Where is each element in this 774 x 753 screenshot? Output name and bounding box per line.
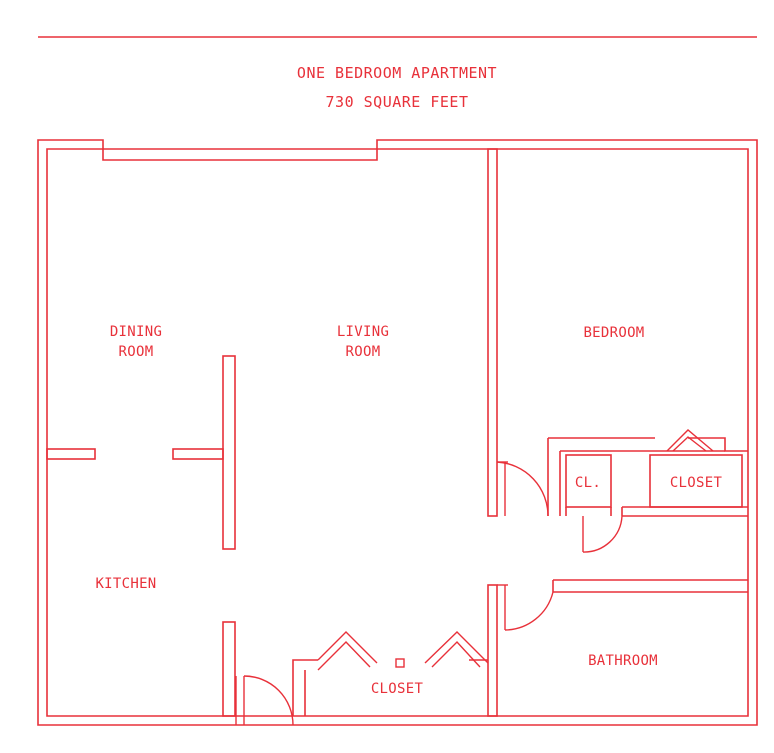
- cl-closet-wall: [565, 507, 612, 516]
- partition-upper: [487, 148, 498, 517]
- bath-door-swing: [504, 591, 554, 631]
- bifold-doors: [317, 429, 714, 671]
- plan-subtitle: 730 SQUARE FEET: [326, 93, 469, 111]
- kitchen-stub: [222, 621, 236, 717]
- kitchen-wall-right: [172, 448, 224, 460]
- outer-wall-outer: [37, 139, 758, 726]
- bedroom-wall: [548, 437, 748, 452]
- outer-wall-inner: [46, 148, 749, 717]
- label-living: LIVING: [337, 324, 389, 340]
- label-bedroom: BEDROOM: [583, 325, 644, 341]
- walls: [37, 139, 758, 726]
- bedroom-closet: [649, 454, 743, 508]
- label-kitchen: KITCHEN: [95, 576, 156, 592]
- kitchen-divider: [222, 355, 236, 550]
- cl-closet: [565, 454, 612, 508]
- label-living-room: ROOM: [346, 344, 381, 360]
- kitchen-wall-left: [46, 448, 96, 460]
- label-hall-closet: CLOSET: [371, 681, 424, 697]
- bath-wall: [552, 579, 748, 593]
- label-dining-room: ROOM: [119, 344, 154, 360]
- entry-door-swing: [243, 675, 294, 726]
- cl-door-swing: [582, 515, 623, 553]
- label-cl: CL.: [575, 475, 601, 491]
- closet-cluster-outer: [547, 438, 561, 516]
- hall-wall: [621, 506, 748, 517]
- plan-title: ONE BEDROOM APARTMENT: [297, 64, 497, 82]
- doors: [235, 461, 623, 726]
- label-bedroom-closet: CLOSET: [670, 475, 723, 491]
- label-dining: DINING: [110, 324, 162, 340]
- partition-lower: [487, 584, 498, 717]
- label-bathroom: BATHROOM: [588, 653, 658, 669]
- bedroom-door-swing: [496, 461, 549, 517]
